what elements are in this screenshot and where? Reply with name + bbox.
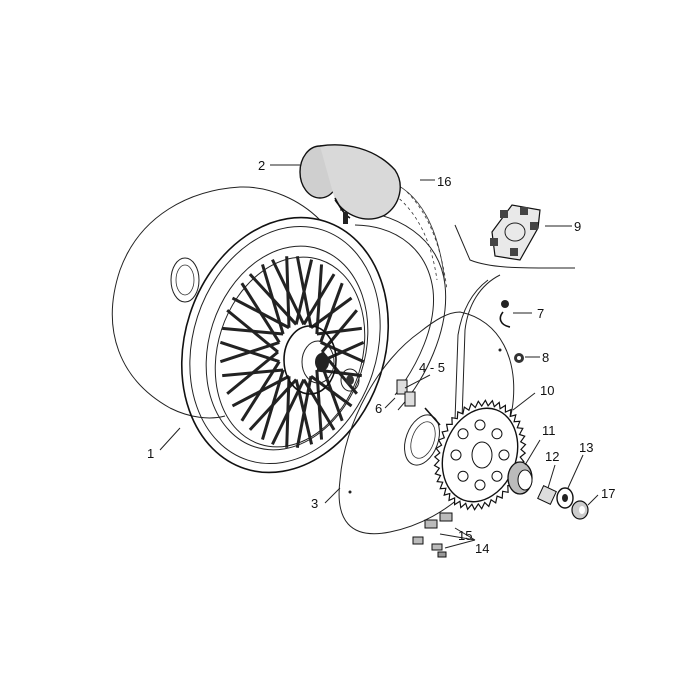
chain-link-parts (412, 512, 453, 558)
wheel-spokes (219, 255, 365, 449)
wheel-spoke (295, 255, 313, 329)
callout-labels: 1 2 3 4 - 5 6 7 8 9 10 11 12 13 14 15 16… (147, 158, 615, 556)
sprocket-hole (450, 449, 462, 461)
wheel-spoke (316, 368, 362, 378)
nut-17 (571, 500, 589, 520)
spoked-wheel (180, 216, 390, 474)
wheel-spoke (285, 376, 291, 448)
callout-4-5: 4 - 5 (419, 360, 445, 375)
callout-2: 2 (258, 158, 265, 173)
sprocket-hole (491, 428, 503, 440)
bolt-7 (499, 300, 511, 328)
wheel-spoke (248, 273, 298, 326)
sprocket-hole (457, 428, 469, 440)
wheel-spoke (302, 378, 336, 431)
wheel-spoke (222, 326, 284, 336)
callout-16: 16 (437, 174, 451, 189)
callout-14: 14 (475, 541, 489, 556)
cush-drive-rubber (490, 204, 541, 261)
callout-15: 15 (458, 528, 472, 543)
inner-tube (299, 144, 401, 224)
sprocket-hole (474, 419, 486, 431)
wheel-spoke (261, 369, 285, 440)
nut-8 (514, 353, 524, 363)
brake-line (454, 224, 575, 421)
callout-7: 7 (537, 306, 544, 321)
callout-8: 8 (542, 350, 549, 365)
sprocket-hole (491, 470, 503, 482)
callout-1: 1 (147, 446, 154, 461)
sprocket-hole (474, 479, 486, 491)
wheel-spoke (226, 350, 279, 395)
callout-11: 11 (542, 423, 556, 438)
callout-10: 10 (540, 383, 554, 398)
wheel-spoke (310, 375, 353, 408)
washer (556, 487, 574, 509)
sprocket-hole (457, 470, 469, 482)
hub-carrier (507, 461, 557, 505)
wheel-spoke (315, 264, 324, 335)
callout-9: 9 (574, 219, 581, 234)
sprocket (433, 399, 527, 511)
wheel-spoke (219, 340, 280, 364)
leader-lines (159, 164, 599, 549)
rear-disc-plate (111, 186, 321, 419)
callout-13: 13 (579, 440, 593, 455)
callout-17: 17 (601, 486, 615, 501)
wheel-spoke (231, 296, 290, 330)
callout-6: 6 (375, 401, 382, 416)
wheel-spoke (240, 360, 281, 422)
spacer-6 (424, 407, 441, 426)
callout-3: 3 (311, 496, 318, 511)
callout-12: 12 (545, 449, 559, 464)
sprocket-hole (498, 449, 510, 461)
wheel-spoke (271, 258, 306, 326)
